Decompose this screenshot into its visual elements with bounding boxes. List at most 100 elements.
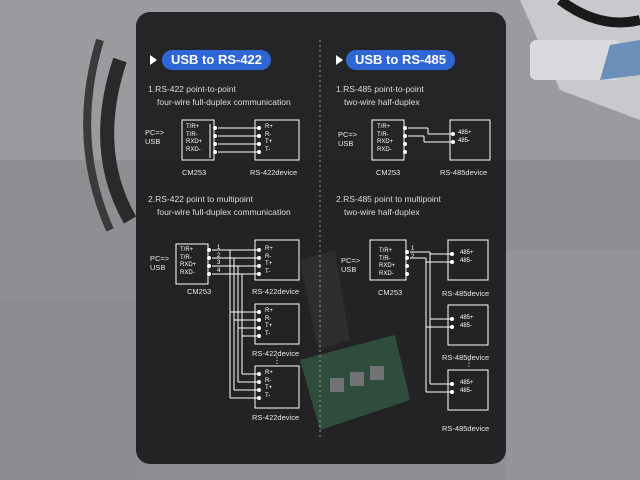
rs422-p2p-device-pins: R+ R- T+ T- [265,124,273,154]
terminal-number: 1 [411,246,415,252]
rs485-multi-device2-pins: 485+ 485- [460,315,474,330]
pin-label: 485- [458,137,471,144]
pin-label: 485- [460,387,473,394]
rs485-p2p-subcaption: two-wire half-duplex [344,97,420,107]
rs422-multi-terminals [207,248,261,400]
rs422-multi-device3-label: RS-422device [252,413,300,422]
pin-label: T/R+ [377,124,391,130]
pin-label: T+ [265,261,273,268]
rs422-p2p-terminals [213,126,261,154]
pin-label: T+ [265,139,273,146]
rs485-p2p-caption: 1.RS-485 point-to-point [336,84,424,94]
rs422-multi-wiring [175,239,300,409]
rs485-multi-device3-label: RS-485device [442,424,490,433]
pin-label: R+ [265,124,273,130]
pin-label: 485+ [460,380,474,386]
pin-label: RXD- [377,146,392,153]
rs422-multi-device3-pins: R+ R- T+ T- [265,370,273,400]
rs485-multi-device1-pins: 485+ 485- [460,250,474,265]
terminal-number: 2 [411,253,415,260]
pc-arrow-label: PC=> [150,254,170,263]
rs485-p2p-device-label: RS-485device [440,168,488,177]
rs485-multi-converter-label: CM253 [378,288,403,297]
rs485-more-devices-ellipsis: ⋮ [465,359,473,368]
pin-label: RXD- [180,269,195,276]
rs485-section-title: USB to RS-485 [346,50,456,70]
rs485-multi-terminals [405,250,454,394]
pin-label: R- [265,315,272,322]
pin-label: R- [265,253,272,260]
rs485-multi-subcaption: two-wire half-duplex [344,207,420,217]
pin-label: 485- [460,322,473,329]
pin-label: T/R- [377,131,389,138]
rs422-multi-device1-pins: R+ R- T+ T- [265,246,273,276]
rs422-multi-terminal-numbers: 1 2 3 4 [217,245,220,275]
rs422-p2p-caption: 1.RS-422 point-to-point [148,84,236,94]
rs422-section-title: USB to RS-422 [162,50,272,70]
pin-label: T/R- [180,254,192,261]
pin-label: 485+ [460,250,474,256]
terminal-number: 1 [217,245,221,251]
rs485-multi-terminal-numbers: 1 2 [411,246,414,261]
pin-label: RXD+ [180,262,197,269]
rs422-more-devices-ellipsis: ⋮ [273,356,281,365]
terminal-block-photo [300,250,410,430]
pin-label: T- [265,146,271,153]
terminal-number: 3 [217,260,221,267]
rs485-header-arrow-icon [336,55,343,65]
usb-label: USB [150,263,166,272]
rs485-p2p-converter-label: CM253 [376,168,401,177]
pin-label: T- [265,330,271,337]
terminal-number: 4 [217,267,221,274]
rs485-multi-device3-pins: 485+ 485- [460,380,474,395]
rs485-p2p-terminals [403,126,455,154]
pin-label: T/R- [186,131,198,138]
pin-label: T/R+ [180,247,194,253]
pin-label: R- [265,131,272,138]
rs485-p2p-converter-pins: T/R+ T/R- RXD+ RXD- [377,124,393,154]
rs422-p2p-wiring [181,119,300,161]
pin-label: RXD+ [186,139,203,146]
rs422-p2p-pc-label: PC=> USB [145,128,164,146]
pc-arrow-label: PC=> [338,130,358,139]
pin-label: R+ [265,246,273,252]
rs485-multi-pc-label: PC=> USB [341,256,360,274]
rs485-multi-device2-label: RS-485device [442,353,490,362]
pin-label: RXD+ [377,139,394,146]
rs422-multi-device1-label: RS-422device [252,287,300,296]
pc-arrow-label: PC=> [145,128,165,137]
rs422-multi-subcaption: four-wire full-duplex communication [157,207,291,217]
usb-label: USB [145,137,161,146]
pin-label: T+ [265,323,273,330]
pin-label: 485- [460,257,473,264]
rs485-p2p-wiring [371,119,491,161]
terminal-number: 2 [217,252,221,259]
diagram-panel [136,12,506,464]
pin-label: R- [265,377,272,384]
pin-label: RXD+ [379,263,396,270]
pin-label: RXD- [186,146,201,153]
pin-label: 485+ [458,130,472,136]
rs422-p2p-device-label: RS-422device [250,168,298,177]
pin-label: R+ [265,308,273,314]
usb-label: USB [338,139,354,148]
rs422-multi-device2-label: RS-422device [252,349,300,358]
pin-label: 485+ [460,315,474,321]
rs422-p2p-subcaption: four-wire full-duplex communication [157,97,291,107]
pin-label: T+ [265,385,273,392]
pin-label: T- [265,392,271,399]
rs422-header-arrow-icon [150,55,157,65]
rs485-p2p-device-pins: 485+ 485- [458,130,472,145]
pin-label: T/R+ [379,248,393,254]
pin-label: T/R+ [186,124,200,130]
rs422-multi-device2-pins: R+ R- T+ T- [265,308,273,338]
rs485-multi-converter-pins: T/R+ T/R- RXD+ RXD- [379,248,395,278]
rs422-multi-converter-label: CM253 [187,287,212,296]
pin-label: T/R- [379,255,391,262]
rs422-multi-pc-label: PC=> USB [150,254,169,272]
pin-label: RXD- [379,270,394,277]
rs485-multi-device1-label: RS-485device [442,289,490,298]
rs422-p2p-converter-label: CM253 [182,168,207,177]
rs422-p2p-converter-pins: T/R+ T/R- RXD+ RXD- [186,124,202,154]
